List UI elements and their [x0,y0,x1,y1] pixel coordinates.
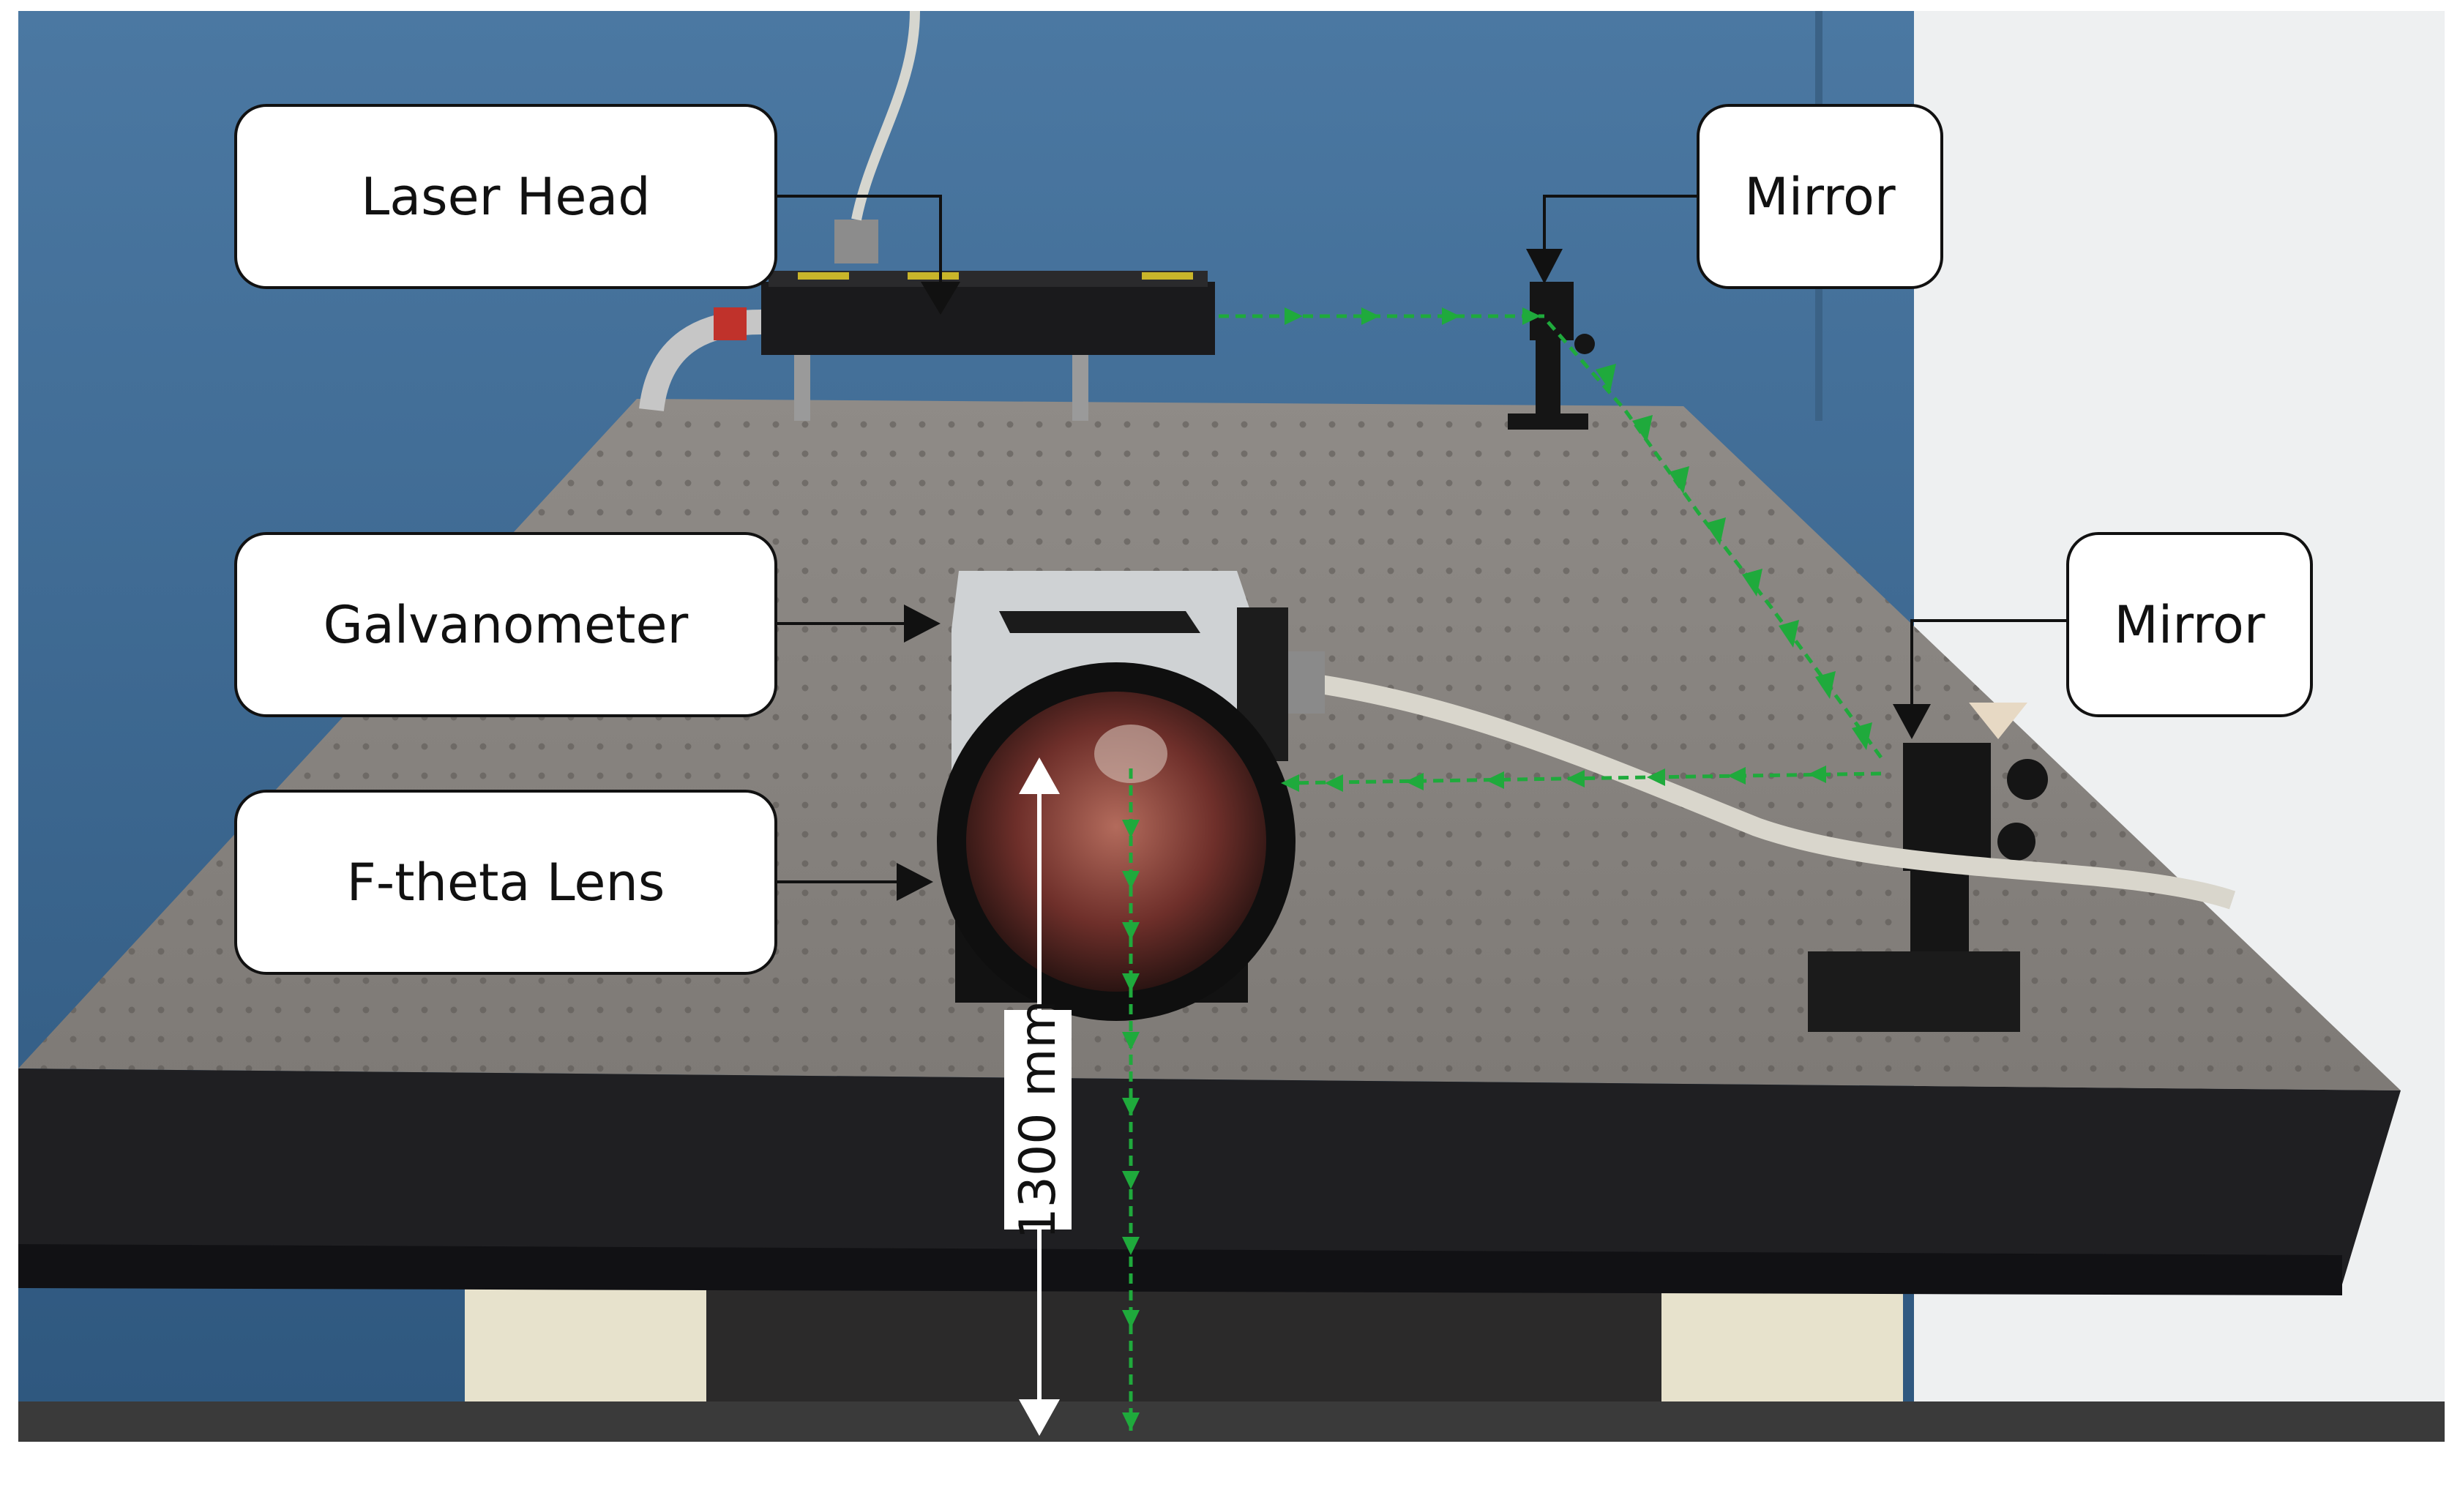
distance-arrowhead-top [1019,757,1060,794]
laser-connector [834,220,878,263]
beam-arrow [1122,1171,1140,1189]
arrowhead-laser-head [921,282,960,315]
beam-arrow [1122,871,1140,889]
beam-arrow [1727,767,1746,785]
laser-head-post [794,355,810,421]
beam-arrow [1405,773,1424,790]
beam-segment-3 [1287,771,1882,785]
beam-arrow [1632,415,1653,443]
beam-segment-2 [1547,321,1883,759]
beam-arrow [1596,364,1616,392]
arrowhead-mirror-top [1526,249,1563,284]
galvanometer-window [999,611,1200,633]
arrowhead-ftheta-lens [897,863,933,901]
laser-head-top [769,271,1208,287]
mirror-base-top [1508,413,1588,430]
beam-arrow [1281,774,1299,792]
ftheta-lens-label: F-theta Lens [234,790,777,975]
beam-arrow [1566,770,1585,787]
mirror-post-top [1536,340,1560,421]
mirror-right-label: Mirror [2066,532,2313,717]
beam-arrow [1742,569,1762,596]
optical-table-edge [18,1068,2401,1284]
beam-arrow [1808,766,1826,783]
distance-arrowhead-bottom [1019,1399,1060,1436]
laser-head-label: Laser Head [234,104,777,289]
beam-arrow [1442,307,1460,325]
laser-head-stripe [908,272,959,280]
pointer-laser-head [776,195,942,293]
callout-arrowheads [897,249,1931,901]
beam-arrow [1522,307,1541,325]
beam-arrow [1669,466,1689,494]
laser-head-stripe [1142,272,1193,280]
beam-arrow [1122,1237,1140,1255]
galvanometer-label: Galvanometer [234,532,777,717]
beam-arrow [1122,820,1140,838]
laser-head-post [1072,355,1088,421]
mirror-base-right [1808,951,2020,1032]
beam-arrow [1815,671,1836,699]
mirror-knob [1997,823,2035,861]
beam-arrow [1122,1032,1140,1050]
beam-arrow [1122,1098,1140,1116]
galvo-cable [1294,671,2236,910]
mirror-mount-right [1903,743,1991,871]
optical-table-lip [18,1244,2342,1295]
beam-arrow [1285,307,1303,325]
distance-label: 1300 mm [1004,1000,1072,1240]
laser-head-body [761,282,1215,355]
pointer-mirror-right [1910,619,2068,717]
mirror-top-label: Mirror [1697,104,1943,289]
beam-arrow [1852,722,1872,750]
beam-arrow [1325,774,1343,792]
beam-arrow [1705,517,1726,545]
beam-arrow [1647,768,1665,786]
beam-arrow [1122,1310,1140,1328]
beam-arrows [1122,307,1872,1431]
floor [18,1401,2445,1442]
laser-cable [851,10,920,221]
beam-arrow [1486,771,1504,789]
lens-reflection [1094,725,1167,783]
mirror-mount-top [1530,282,1574,340]
mirror-knob [2007,759,2048,800]
beam-arrow [1779,620,1799,648]
beam-arrow [1122,973,1140,992]
hose-fitting [714,307,747,340]
arrowhead-mirror-right [1893,704,1931,739]
arrowhead-galvanometer [904,605,941,643]
laser-head-stripe [798,272,849,280]
mirror-prism [1969,703,2027,739]
beam-arrow [1361,307,1380,325]
beam-arrow [1122,922,1140,940]
beam-arrow [1122,1412,1140,1431]
mirror-knob [1574,334,1595,354]
pointer-mirror-top [1543,195,1698,260]
callout-pointers [776,195,2068,883]
